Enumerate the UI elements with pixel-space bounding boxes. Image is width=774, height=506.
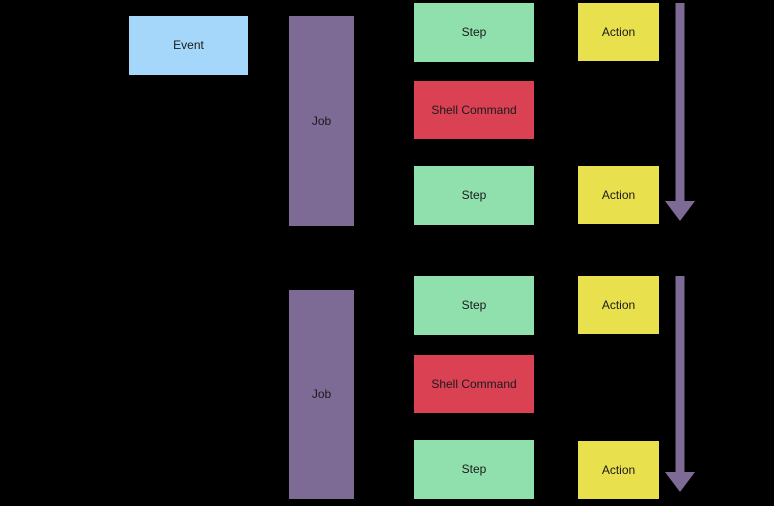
event-node: Event — [129, 16, 248, 75]
job-1-down-arrow-icon — [665, 3, 695, 221]
job-1-down-arrow-shaft — [675, 3, 685, 202]
job-1-action-1-node: Action — [578, 3, 659, 61]
job-1-step-2-node: Step — [414, 166, 534, 225]
job-2-down-arrow-head — [665, 472, 695, 492]
job-2-step-2-node: Step — [414, 440, 534, 499]
job-1-node: Job — [289, 16, 354, 226]
job-1-down-arrow-head — [665, 201, 695, 221]
job-2-action-1-node: Action — [578, 276, 659, 334]
job-2-down-arrow-icon — [665, 276, 695, 492]
job-1-step-1-node: Step — [414, 3, 534, 62]
job-2-down-arrow-shaft — [675, 276, 685, 473]
job-2-shell-command-node: Shell Command — [414, 355, 534, 413]
job-1-shell-command-node: Shell Command — [414, 81, 534, 139]
job-2-action-2-node: Action — [578, 441, 659, 499]
job-2-node: Job — [289, 290, 354, 499]
job-1-action-2-node: Action — [578, 166, 659, 224]
job-2-step-1-node: Step — [414, 276, 534, 335]
